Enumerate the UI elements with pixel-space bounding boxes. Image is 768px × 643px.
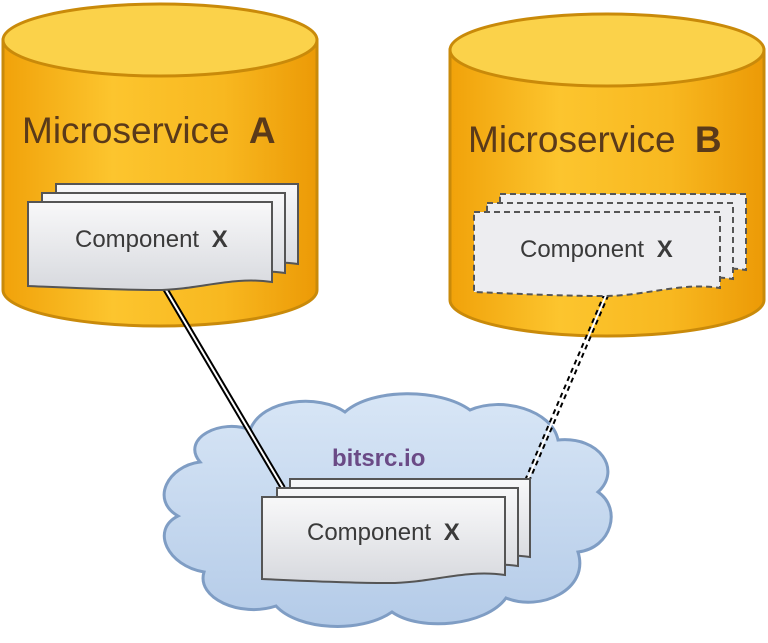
svg-text:Component X: Component X [520, 236, 673, 263]
microservice-a-label: Microservice [22, 110, 230, 151]
component-letter: X [212, 226, 228, 253]
microservice-b-component: Component X [473, 193, 747, 298]
svg-text:Microservice A: Microservice A [22, 110, 276, 151]
component-label: Component [75, 226, 199, 253]
microservice-b-label: Microservice [468, 119, 676, 160]
microservice-a-component: Component X [27, 183, 299, 292]
component-label: Component [307, 519, 431, 546]
svg-text:Component X: Component X [307, 519, 460, 546]
connector-b-to-registry [521, 284, 613, 490]
registry-label: bitsrc.io [332, 445, 425, 472]
component-letter: X [657, 236, 673, 263]
svg-text:Microservice B: Microservice B [468, 119, 722, 160]
connector-a-to-registry [157, 278, 286, 490]
microservice-b-letter: B [695, 119, 722, 160]
registry-component: Component X [261, 478, 531, 585]
svg-text:Component X: Component X [75, 226, 228, 253]
microservice-a-letter: A [249, 110, 276, 151]
component-letter: X [444, 519, 460, 546]
component-label: Component [520, 236, 644, 263]
